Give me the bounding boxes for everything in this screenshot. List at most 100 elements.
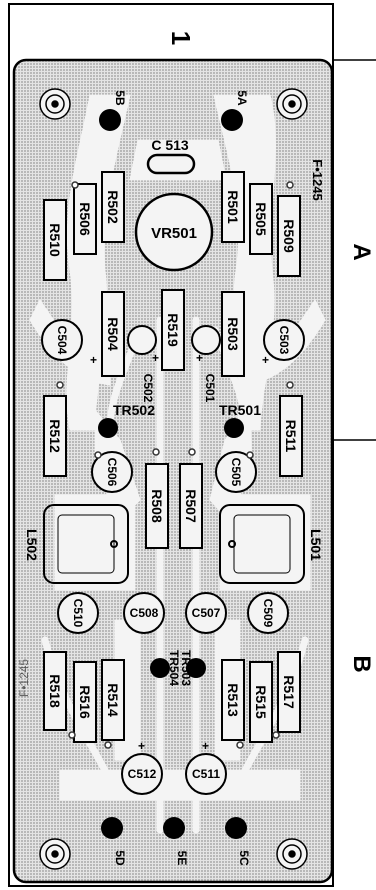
capacitor-c501 (191, 325, 221, 355)
resistor-r501 (221, 171, 245, 243)
pad-tr503-right (186, 658, 206, 678)
capacitor-c503-label: C503 (277, 326, 291, 355)
transistor-tr502-label: TR502 (113, 402, 155, 418)
resistor-r503-label: R503 (225, 317, 241, 351)
resistor-r503 (221, 291, 245, 377)
capacitor-c501-label: C501 (203, 374, 217, 403)
capacitor-c510-label: C510 (71, 599, 85, 628)
pad-tr502 (98, 418, 118, 438)
pad-5e (163, 817, 185, 839)
potentiometer-vr501 (134, 192, 214, 272)
resistor-r518-label: R518 (47, 674, 63, 708)
capacitor-c503 (263, 319, 305, 361)
potentiometer-vr501-label: VR501 (151, 225, 197, 242)
capacitor-c507-label: C507 (192, 606, 221, 620)
inductor-l502-core (57, 514, 115, 574)
transistor-tr504-label: TR504 (167, 650, 181, 686)
resistor-r505-label: R505 (253, 202, 269, 236)
capacitor-c505 (215, 451, 257, 493)
resistor-r519-label: R519 (165, 313, 181, 347)
pad-5a (221, 109, 243, 131)
solder-pads (56, 181, 294, 749)
capacitor-c505-label: C505 (229, 458, 243, 487)
inductor-l501-center (228, 540, 236, 548)
resistor-r511-label: R511 (283, 420, 299, 453)
inductor-l501 (219, 504, 305, 584)
resistor-r515-label: R515 (253, 685, 269, 719)
capacitor-c504 (41, 319, 83, 361)
resistor-r517-label: R517 (281, 675, 297, 709)
capacitor-c504-label: C504 (55, 326, 69, 355)
resistor-r506 (73, 183, 97, 255)
capacitor-labels: C504 C503 C502 C501 C506 C505 C510 C508 … (55, 326, 291, 781)
resistor-r514 (101, 659, 125, 741)
mounting-hole-bottom-right (276, 838, 308, 870)
resistor-r510 (43, 199, 67, 281)
resistor-r507 (179, 463, 203, 549)
capacitor-c509 (247, 592, 289, 634)
polarity-marks: + + + + + + (90, 351, 269, 753)
capacitor-c513-body (146, 153, 196, 175)
capacitor-c511-label: C511 (192, 767, 220, 781)
resistor-r504 (101, 291, 125, 377)
pad-5c (225, 817, 247, 839)
c511-plus-mark: + (202, 739, 209, 753)
resistor-r516-label: R516 (77, 685, 93, 719)
capacitor-c511 (185, 753, 227, 795)
resistor-r513-label: R513 (225, 683, 241, 717)
resistor-r506-label: R506 (77, 202, 93, 236)
resistor-r508 (145, 463, 169, 549)
capacitor-c512 (121, 753, 163, 795)
resistor-r513 (221, 659, 245, 741)
pad-tr501 (224, 418, 244, 438)
capacitor-c506 (91, 451, 133, 493)
column-number: 1 (166, 31, 196, 45)
c512-plus-mark: + (138, 739, 145, 753)
resistor-r512 (43, 395, 67, 477)
capacitor-c510 (57, 592, 99, 634)
resistor-r518 (43, 651, 67, 731)
connector-5b-label: 5B (113, 90, 127, 106)
resistor-r512-label: R512 (47, 419, 63, 453)
resistor-r505 (249, 183, 273, 255)
resistor-r515 (249, 661, 273, 743)
mounting-hole-bottom-left (39, 838, 71, 870)
resistor-r517 (277, 651, 301, 733)
connector-5e-label: 5E (175, 851, 189, 866)
transistor-tr503-label: TR503 (179, 650, 193, 686)
resistor-r510-label: R510 (47, 223, 63, 257)
resistor-r516 (73, 661, 97, 743)
resistor-r509-label: R509 (281, 219, 297, 253)
capacitor-c502-label: C502 (141, 374, 155, 403)
transistor-tr501-label: TR501 (219, 402, 261, 418)
capacitor-c502 (127, 325, 157, 355)
section-label-a: A (348, 243, 375, 260)
pad-5d (101, 817, 123, 839)
resistor-r501-label: R501 (225, 190, 241, 224)
mounting-holes (39, 88, 308, 870)
connector-5a-label: 5A (235, 90, 249, 106)
board-code-mirrored: F•1245 (17, 659, 31, 698)
capacitor-c513-label: C 513 (151, 137, 189, 153)
inductor-l502-center (110, 540, 118, 548)
inductor-l502 (43, 504, 129, 584)
c503-plus-mark: + (262, 353, 269, 367)
resistor-r502-label: R502 (105, 190, 121, 224)
c502-plus-mark: + (152, 351, 159, 365)
c504-plus-mark: + (90, 353, 97, 367)
connector-5c-label: 5C (237, 850, 251, 866)
capacitor-c508 (123, 592, 165, 634)
section-label-b: B (348, 655, 375, 672)
capacitor-c508-label: C508 (130, 606, 159, 620)
c501-plus-mark: + (196, 351, 203, 365)
connector-5d-label: 5D (113, 850, 127, 866)
resistor-r514-label: R514 (105, 683, 121, 717)
capacitor-c512-label: C512 (128, 767, 157, 781)
resistor-r509 (277, 195, 301, 277)
mounting-hole-top-right (276, 88, 308, 120)
resistor-r507-label: R507 (183, 489, 199, 523)
resistor-r508-label: R508 (149, 489, 165, 523)
inductor-l502-label: L502 (24, 529, 40, 561)
inductor-l501-label: L501 (308, 529, 324, 561)
